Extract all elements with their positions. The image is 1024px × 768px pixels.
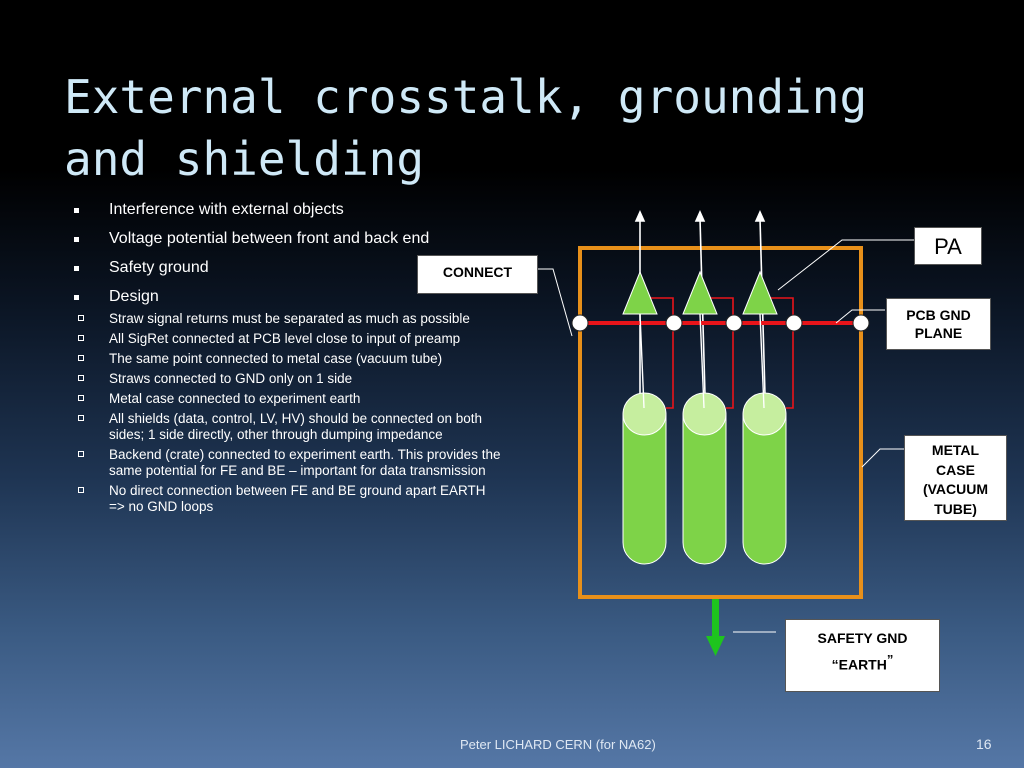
connection-point <box>665 314 683 332</box>
square-bullet-icon <box>78 315 84 321</box>
sub-bullet-item: Backend (crate) connected to experiment … <box>78 447 502 479</box>
pa-callout <box>777 239 914 291</box>
pcb-gnd-line1: PCB GND <box>906 307 971 323</box>
straw-top <box>742 392 787 436</box>
earth-arrow-icon <box>706 599 725 656</box>
straw-top <box>682 392 727 436</box>
pa-label: PA <box>914 227 982 265</box>
safety-gnd-line2: “EARTH” <box>786 649 939 676</box>
sub-bullet-item: All SigRet connected at PCB level close … <box>78 331 502 347</box>
square-bullet-icon <box>78 487 84 493</box>
sub-bullet-text: No direct connection between FE and BE g… <box>109 483 486 514</box>
gnd-connection-points <box>571 314 870 332</box>
preamp-triangle-icon <box>622 270 658 315</box>
signal-return-wires <box>650 297 794 409</box>
sub-bullet-text: Metal case connected to experiment earth <box>109 391 361 406</box>
square-bullet-icon <box>78 415 84 421</box>
pcb-gnd-callout <box>835 309 885 324</box>
bullet-text: Design <box>109 288 159 305</box>
arrow-head-icon <box>754 210 766 222</box>
page-number: 16 <box>976 736 992 752</box>
safety-gnd-line1: SAFETY GND <box>817 630 908 646</box>
safety-gnd-earth-text: “EARTH <box>831 656 887 673</box>
callout-lines <box>538 239 914 633</box>
anode-wire <box>759 313 765 409</box>
bullet-item: Design Straw signal returns must be sepa… <box>72 287 502 515</box>
sub-bullet-item: Straws connected to GND only on 1 side <box>78 371 502 387</box>
anode-wire <box>699 313 705 409</box>
metal-case-line4: TUBE) <box>934 500 977 517</box>
slide-title: External crosstalk, grounding and shield… <box>64 66 964 190</box>
sub-bullet-text: Backend (crate) connected to experiment … <box>109 447 501 478</box>
anode-wires <box>639 313 765 409</box>
pa-label-text: PA <box>934 234 962 259</box>
metal-case-line3: (VACUUM <box>922 481 989 497</box>
metal-case-callout <box>861 448 905 468</box>
bullet-item: Safety ground <box>72 258 502 278</box>
metal-case-line1: METAL <box>931 442 980 458</box>
title-line-1: External crosstalk, grounding <box>64 70 868 124</box>
preamplifiers <box>622 270 778 315</box>
sub-bullet-text: All shields (data, control, LV, HV) shou… <box>109 411 482 442</box>
square-bullet-icon <box>78 395 84 401</box>
bullet-item: Voltage potential between front and back… <box>72 229 502 249</box>
straw-tubes <box>622 392 787 565</box>
slide-footer: Peter LICHARD CERN (for NA62) <box>460 737 656 752</box>
sub-bullet-item: Straw signal returns must be separated a… <box>78 311 502 327</box>
straw-top <box>622 392 667 436</box>
bullet-text: Safety ground <box>109 259 209 276</box>
connection-point <box>725 314 743 332</box>
sub-bullet-text: The same point connected to metal case (… <box>109 351 443 366</box>
sub-bullet-item: Metal case connected to experiment earth <box>78 391 502 407</box>
connection-point <box>852 314 870 332</box>
bullet-item: Interference with external objects <box>72 200 502 220</box>
connect-label: CONNECT <box>417 255 538 294</box>
return-wire <box>710 297 734 409</box>
bullet-list: Interference with external objects Volta… <box>72 200 502 524</box>
connection-point <box>785 314 803 332</box>
metal-case-line2: CASE <box>936 461 975 478</box>
square-bullet-icon <box>78 451 84 457</box>
safety-gnd-label: SAFETY GND “EARTH” <box>785 619 940 692</box>
square-bullet-icon <box>78 375 84 381</box>
sub-bullet-item: The same point connected to metal case (… <box>78 351 502 367</box>
preamp-triangle-icon <box>742 270 778 315</box>
earth-arrow-head <box>706 636 725 656</box>
pcb-gnd-plane-label: PCB GND PLANE <box>886 298 991 350</box>
connect-label-text: CONNECT <box>442 264 513 280</box>
metal-case-label: METAL CASE (VACUUM TUBE) <box>904 435 1007 521</box>
connect-callout <box>538 268 573 337</box>
title-line-2: and shielding <box>64 132 425 186</box>
anode-wire <box>639 313 645 409</box>
sub-bullet-text: Straws connected to GND only on 1 side <box>109 371 353 386</box>
safety-gnd-closing-quote: ” <box>886 652 894 667</box>
sub-bullet-item: No direct connection between FE and BE g… <box>78 483 502 515</box>
sub-bullet-list: Straw signal returns must be separated a… <box>78 311 502 515</box>
bullet-text: Interference with external objects <box>109 201 344 218</box>
metal-case <box>578 246 863 599</box>
sub-bullet-text: Straw signal returns must be separated a… <box>109 311 470 326</box>
return-wire <box>770 297 794 409</box>
earth-arrow-shaft <box>712 599 719 637</box>
pcb-gnd-line2: PLANE <box>914 325 963 341</box>
square-bullet-icon <box>78 335 84 341</box>
preamp-triangle-icon <box>682 270 718 315</box>
bullet-text: Voltage potential between front and back… <box>109 230 430 247</box>
arrow-head-icon <box>634 210 646 222</box>
square-bullet-icon <box>78 355 84 361</box>
sub-bullet-item: All shields (data, control, LV, HV) shou… <box>78 411 502 443</box>
sub-bullet-text: All SigRet connected at PCB level close … <box>109 331 461 346</box>
connection-point <box>571 314 589 332</box>
arrow-head-icon <box>694 210 706 222</box>
return-wire <box>650 297 674 409</box>
